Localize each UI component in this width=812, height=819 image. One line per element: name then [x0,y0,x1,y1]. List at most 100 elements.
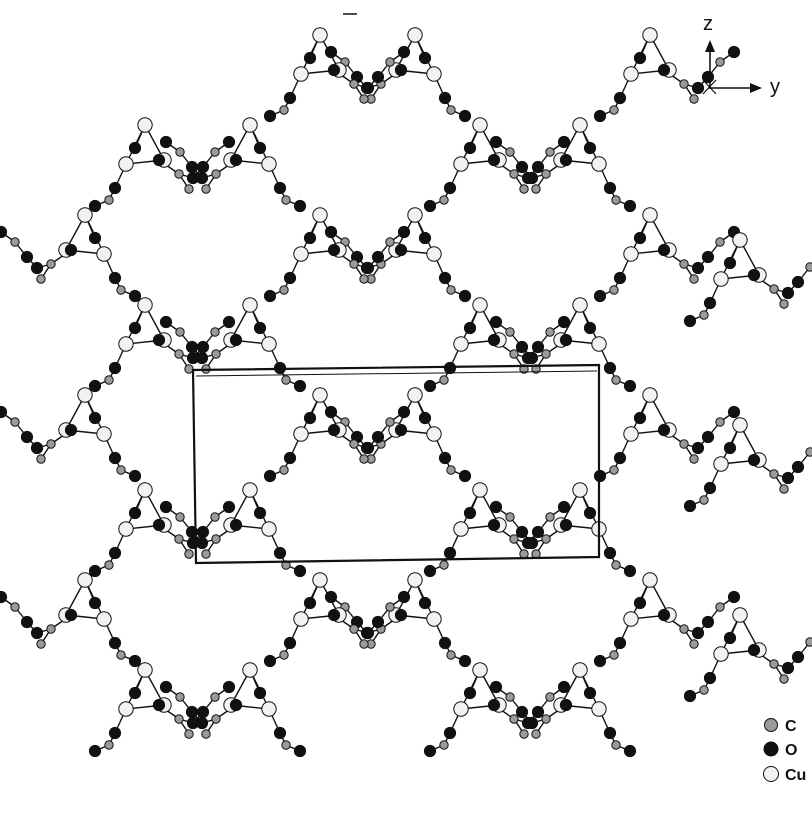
carbon-atom [359,274,369,284]
carbon-atom [175,512,185,522]
oxygen-atom [397,590,411,604]
oxygen-atom [159,315,173,329]
copper-atom [96,426,112,442]
copper-atom [591,701,607,717]
z-axis-arrowhead [705,40,715,52]
carbon-atom [541,534,551,544]
oxygen-atom [727,45,741,59]
oxygen-atom [557,315,571,329]
copper-atom [472,662,488,678]
carbon-atom [541,714,551,724]
carbon-atom [104,375,114,385]
carbon-atom [519,184,529,194]
carbon-atom [385,602,395,612]
oxygen-atom [273,181,287,195]
oxygen-atom [515,340,529,354]
copper-atom [118,521,134,537]
oxygen-atom [397,225,411,239]
carbon-atom [349,259,359,269]
legend-copper-marker [763,766,779,782]
oxygen-atom [458,469,472,483]
oxygen-atom [701,250,715,264]
copper-atom [261,521,277,537]
carbon-atom [679,259,689,269]
oxygen-atom [463,321,477,335]
oxygen-atom [603,361,617,375]
carbon-atom [385,57,395,67]
oxygen-atom [263,109,277,123]
carbon-atom [281,375,291,385]
oxygen-atom [253,141,267,155]
carbon-atom [279,105,289,115]
copper-atom [453,336,469,352]
carbon-atom [545,692,555,702]
carbon-atom [805,637,812,647]
carbon-atom [10,602,20,612]
copper-atom [572,117,588,133]
oxygen-atom [371,250,385,264]
oxygen-atom [196,340,210,354]
oxygen-atom [88,411,102,425]
copper-atom [713,271,729,287]
oxygen-atom [88,231,102,245]
oxygen-atom [128,686,142,700]
oxygen-atom [88,379,102,393]
carbon-atom [779,484,789,494]
copper-atom [293,246,309,262]
oxygen-atom [458,109,472,123]
carbon-atom [349,624,359,634]
copper-atom [312,27,328,43]
carbon-atom [211,349,221,359]
carbon-atom [116,650,126,660]
copper-atom [713,646,729,662]
carbon-atom [679,624,689,634]
oxygen-atom [128,469,142,483]
oxygen-atom [559,333,573,347]
carbon-atom [679,79,689,89]
copper-atom [407,572,423,588]
copper-atom [312,387,328,403]
carbon-atom [505,692,515,702]
carbon-atom [281,195,291,205]
copper-atom [118,336,134,352]
copper-atom [137,662,153,678]
oxygen-atom [327,608,341,622]
copper-atom [426,246,442,262]
carbon-atom [174,714,184,724]
oxygen-atom [229,333,243,347]
oxygen-atom [623,564,637,578]
oxygen-atom [253,321,267,335]
oxygen-atom [273,546,287,560]
carbon-atom [699,310,709,320]
carbon-atom [689,639,699,649]
oxygen-atom [20,615,34,629]
oxygen-atom [64,608,78,622]
oxygen-atom [283,451,297,465]
oxygen-atom [603,546,617,560]
oxygen-atom [108,726,122,740]
oxygen-atom [791,275,805,289]
oxygen-atom [185,340,199,354]
oxygen-atom [703,296,717,310]
carbon-atom [509,714,519,724]
oxygen-atom [324,405,338,419]
carbon-atom [446,465,456,475]
carbon-atom [210,147,220,157]
oxygen-atom [583,506,597,520]
oxygen-atom [438,451,452,465]
carbon-atom [10,417,20,427]
carbon-atom [805,447,812,457]
copper-atom [472,482,488,498]
copper-atom [261,701,277,717]
oxygen-atom [521,171,535,185]
oxygen-atom [361,261,375,275]
oxygen-atom [438,91,452,105]
oxygen-atom [559,153,573,167]
oxygen-atom [293,199,307,213]
oxygen-atom [487,153,501,167]
oxygen-atom [128,141,142,155]
oxygen-atom [283,636,297,650]
oxygen-atom [463,141,477,155]
carbon-atom [509,349,519,359]
unit-cell-box [191,363,601,565]
